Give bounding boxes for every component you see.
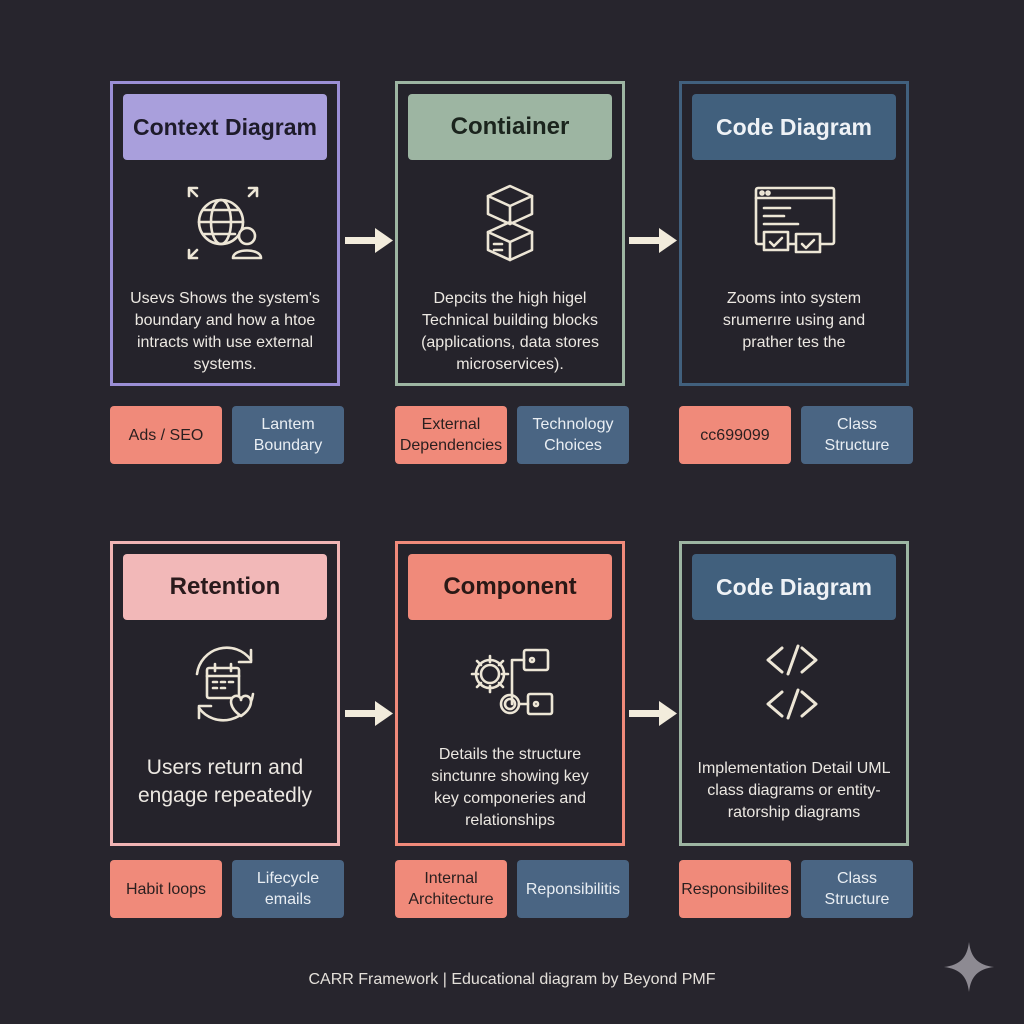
card-description: Users return and engage repeatedly: [138, 756, 312, 807]
gears-modules-icon: [460, 634, 560, 734]
tag-habit-loops: Habit loops: [110, 860, 222, 918]
card-container: Contiainer Depcits the high higel Techni…: [395, 81, 625, 386]
tag-lifecycle-emails: Lifecycle emails: [232, 860, 344, 918]
browser-window-icon: [744, 174, 844, 274]
card-title: Code Diagram: [692, 554, 896, 620]
card-description: Implementation Detail UML class diagrams…: [697, 760, 891, 821]
tag-internal-architecture: Internal Architecture: [395, 860, 507, 918]
tag-responsibilites: Responsibilites: [679, 860, 791, 918]
card-component: Component Details the structure sinctunr…: [395, 541, 625, 846]
globe-user-icon: [175, 174, 275, 274]
card-title: Code Diagram: [692, 94, 896, 160]
card-description: Depcits the high higel Technical buildin…: [421, 290, 599, 373]
footer-caption: CARR Framework | Educational diagram by …: [308, 971, 716, 988]
card-context-diagram: Context Diagram Usevs Shows the system's…: [110, 81, 340, 386]
sparkle-icon: [944, 942, 994, 992]
card-description: Details the structure sinctunre showing …: [431, 746, 589, 829]
card-retention: Retention Users return and engage repeat…: [110, 541, 340, 846]
tag-cc699099: cc699099: [679, 406, 791, 464]
arrow-right-icon: [629, 701, 677, 726]
card-code-diagram: Code Diagram Zooms into system srumerıre…: [679, 81, 909, 386]
tag-technology-choices: Technology Choices: [517, 406, 629, 464]
tag-reponsibilitis: Reponsibilitis: [517, 860, 629, 918]
arrow-right-icon: [345, 228, 393, 253]
card-description: Usevs Shows the system's boundary and ho…: [130, 290, 320, 373]
arrow-right-icon: [345, 701, 393, 726]
tag-ads-seo: Ads / SEO: [110, 406, 222, 464]
tag-class-structure-2: Class Structure: [801, 860, 913, 918]
code-brackets-icon: [744, 634, 844, 734]
card-title: Component: [408, 554, 612, 620]
tag-class-structure: Class Structure: [801, 406, 913, 464]
card-description: Zooms into system srumerıre using and pr…: [722, 290, 866, 351]
stacked-boxes-icon: [460, 174, 560, 274]
tag-external-dependencies: External Dependencies: [395, 406, 507, 464]
card-title: Retention: [123, 554, 327, 620]
card-code-diagram-2: Code Diagram Implementation Detail UML c…: [679, 541, 909, 846]
card-title: Context Diagram: [123, 94, 327, 160]
tag-lantem-boundary: Lantem Boundary: [232, 406, 344, 464]
card-title: Contiainer: [408, 94, 612, 160]
arrow-right-icon: [629, 228, 677, 253]
calendar-heart-cycle-icon: [175, 634, 275, 734]
